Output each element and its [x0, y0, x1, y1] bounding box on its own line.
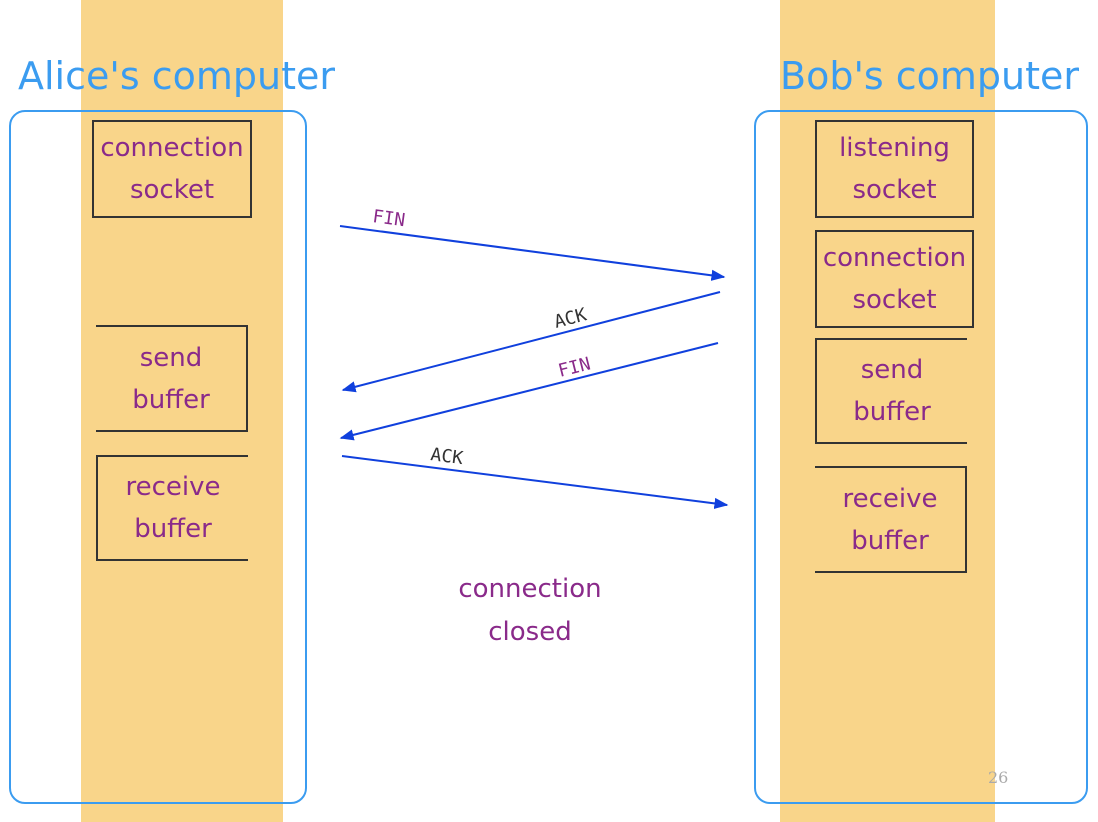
fin-arrow-2: [339, 342, 719, 441]
bob-computer-title: Bob's computer: [780, 54, 1080, 98]
ack-arrow-2: [341, 455, 729, 509]
bob-connection-socket-line-1: connection: [822, 243, 967, 273]
bob-send-buffer-line-2: buffer: [853, 397, 931, 427]
ack-message-1: ACK: [341, 291, 721, 393]
alice-highlight-band: [81, 0, 283, 822]
bob-connection-socket-line-2: socket: [852, 285, 937, 315]
alice-connection-socket-line-2: socket: [129, 175, 215, 205]
fin-arrow-1: [339, 225, 726, 281]
bob-receive-buffer-line-1: receive: [842, 483, 938, 514]
alice-receive-buffer-line-2: buffer: [134, 514, 212, 544]
alice-computer-title: Alice's computer: [18, 54, 335, 98]
bob-listening-socket-line-2: socket: [852, 175, 937, 205]
bob-listening-socket: listening socket: [815, 120, 974, 218]
page-number: 26: [988, 768, 1009, 787]
bob-connection-socket: connection socket: [815, 230, 974, 328]
fin-label-1: FIN: [371, 206, 406, 231]
alice-send-buffer-line-2: buffer: [132, 384, 210, 415]
alice-receive-buffer-line-1: receive: [125, 472, 221, 502]
ack-label-2: ACK: [429, 444, 464, 469]
fin-message-2: FIN: [339, 342, 719, 441]
alice-receive-buffer: receive buffer: [96, 455, 248, 561]
alice-connection-socket-line-1: connection: [100, 133, 244, 163]
alice-send-buffer: send buffer: [96, 325, 248, 432]
bob-listening-socket-line-1: listening: [839, 133, 950, 163]
bob-send-buffer: send buffer: [815, 338, 967, 444]
bob-send-buffer-line-1: send: [860, 355, 924, 385]
connection-status-line-1: connection: [458, 574, 602, 604]
connection-status-line-2: closed: [488, 617, 572, 647]
ack-message-2: ACK: [341, 444, 729, 509]
alice-connection-socket: connection socket: [92, 120, 252, 218]
bob-computer-frame: [754, 110, 1088, 804]
alice-send-buffer-line-1: send: [139, 342, 203, 373]
bob-receive-buffer-line-2: buffer: [851, 525, 929, 556]
fin-label-2: FIN: [556, 354, 593, 382]
connection-status: connection closed: [430, 568, 630, 654]
bob-receive-buffer: receive buffer: [815, 466, 967, 573]
ack-arrow-1: [341, 291, 721, 393]
fin-message-1: FIN: [339, 206, 726, 281]
alice-computer-frame: [9, 110, 307, 804]
